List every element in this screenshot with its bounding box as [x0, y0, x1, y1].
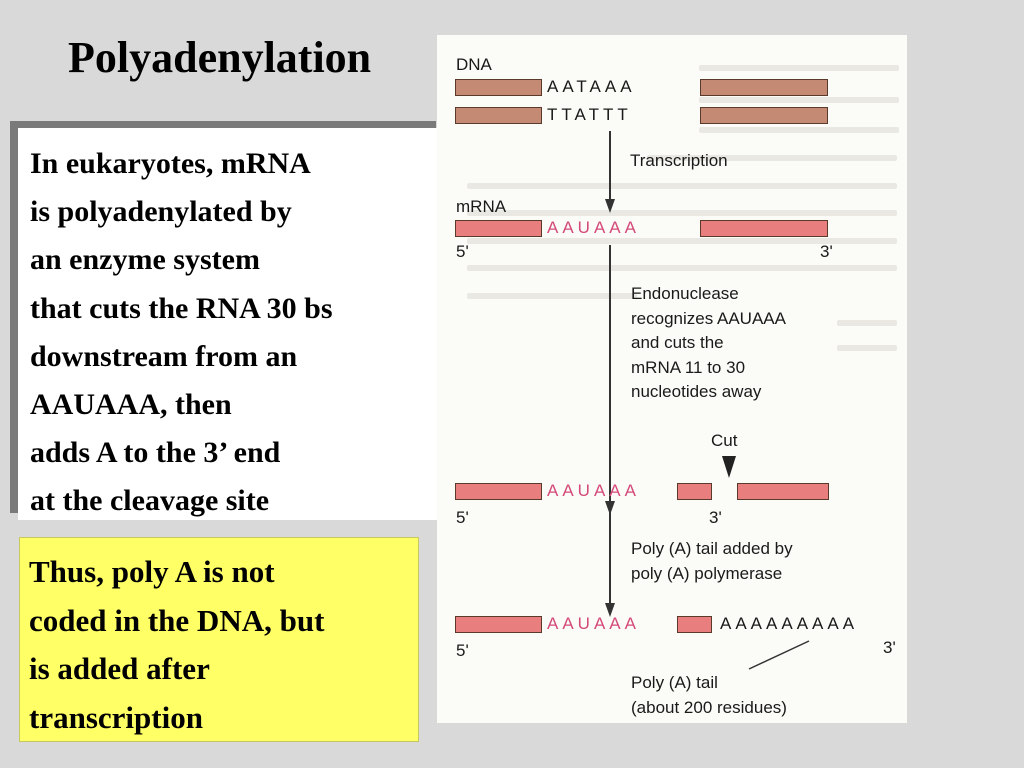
endonuclease-line: Endonuclease: [631, 284, 739, 303]
faint-bleed-line: [467, 210, 897, 216]
dna-bar-top-left: [455, 79, 542, 96]
final-signal-sequence: AAUAAA: [547, 614, 640, 633]
dna-bottom-sequence: TTATTT: [547, 105, 632, 124]
faint-bleed-line: [467, 183, 897, 189]
main-line: downstream from an: [30, 339, 298, 373]
faint-bleed-line: [699, 97, 899, 103]
dna-top-sequence: AATAAA: [547, 77, 636, 96]
polya-added-line: Poly (A) tail added by: [631, 539, 793, 558]
cleaved-signal-sequence: AAUAAA: [547, 481, 640, 500]
mrna-label: mRNA: [456, 197, 507, 216]
note-line: Thus, poly A is not: [29, 554, 275, 589]
faint-bleed-line: [837, 345, 897, 351]
main-line: an enzyme system: [30, 243, 260, 277]
transcription-label: Transcription: [630, 151, 728, 170]
transcription-arrow-head: [605, 199, 615, 213]
note-text: Thus, poly A is not coded in the DNA, bu…: [29, 548, 417, 742]
cut-label: Cut: [711, 431, 738, 450]
mrna-three-prime: 3': [820, 242, 833, 261]
mrna-signal-sequence: AAUAAA: [547, 218, 640, 237]
note-line: transcription: [29, 699, 203, 735]
cleaved-bar-left: [455, 483, 542, 500]
polya-added-text: Poly (A) tail added by poly (A) polymera…: [631, 537, 793, 586]
mrna-five-prime: 5': [456, 242, 469, 261]
note-box: [19, 537, 419, 742]
endonuclease-arrow-line: [609, 245, 611, 503]
polyadenylation-figure: DNA AATAAA TTATTT Transcription mRNA AAU…: [437, 35, 907, 723]
faint-bleed-line: [699, 65, 899, 71]
endonuclease-line: nucleotides away: [631, 382, 762, 401]
main-text-box: [18, 128, 442, 520]
tail-label-line: (about 200 residues): [631, 697, 787, 717]
polya-arrow-head: [605, 603, 615, 617]
tail-pointer-line: [748, 640, 810, 670]
tail-label-line: Poly (A) tail: [631, 673, 718, 692]
main-line: adds A to the 3’ end: [30, 436, 281, 470]
faint-bleed-line: [647, 155, 897, 161]
final-three-prime: 3': [883, 638, 896, 657]
main-line: at the cleavage site: [30, 484, 270, 518]
main-line: that cuts the RNA 30 bs: [30, 291, 333, 325]
cleaved-three-prime: 3': [709, 508, 722, 527]
dna-label: DNA: [456, 55, 492, 74]
note-line: is added after: [29, 651, 210, 686]
polya-arrow-line: [609, 511, 611, 605]
faint-bleed-line: [699, 127, 899, 133]
endonuclease-line: mRNA 11 to 30: [631, 357, 746, 377]
faint-bleed-line: [467, 238, 897, 244]
endonuclease-text: Endonuclease recognizes AAUAAA and cuts …: [631, 282, 786, 405]
main-line: In eukaryotes, mRNA: [30, 147, 311, 180]
cleaved-bar-middle: [677, 483, 712, 500]
dna-bar-top-right: [700, 79, 828, 96]
endonuclease-line: and cuts the: [631, 333, 724, 352]
poly-a-sequence: AAAAAAAAA: [720, 614, 859, 633]
slide-title: Polyadenylation: [68, 33, 372, 82]
final-five-prime: 5': [456, 641, 469, 660]
faint-bleed-line: [467, 265, 897, 271]
note-line: coded in the DNA, but: [29, 602, 325, 638]
transcription-arrow-line: [609, 131, 611, 201]
tail-label: Poly (A) tail (about 200 residues): [631, 671, 787, 720]
cut-marker-icon: [722, 456, 736, 478]
endonuclease-arrow-head: [605, 501, 615, 515]
cleaved-five-prime: 5': [456, 508, 469, 527]
mrna-bar-right: [700, 220, 828, 237]
main-line: AAUAAA, then: [30, 388, 232, 422]
final-bar-middle: [677, 616, 712, 633]
endonuclease-line: recognizes AAUAAA: [631, 308, 786, 328]
main-line: is polyadenylated by: [30, 195, 292, 229]
mrna-bar-left: [455, 220, 542, 237]
main-explanation: In eukaryotes, mRNA is polyadenylated by…: [30, 140, 440, 526]
final-bar-left: [455, 616, 542, 633]
dna-bar-bottom-left: [455, 107, 542, 124]
cleaved-fragment: [737, 483, 829, 500]
faint-bleed-line: [467, 293, 637, 299]
dna-bar-bottom-right: [700, 107, 828, 124]
faint-bleed-line: [837, 320, 897, 326]
polya-added-line: poly (A) polymerase: [631, 563, 783, 583]
